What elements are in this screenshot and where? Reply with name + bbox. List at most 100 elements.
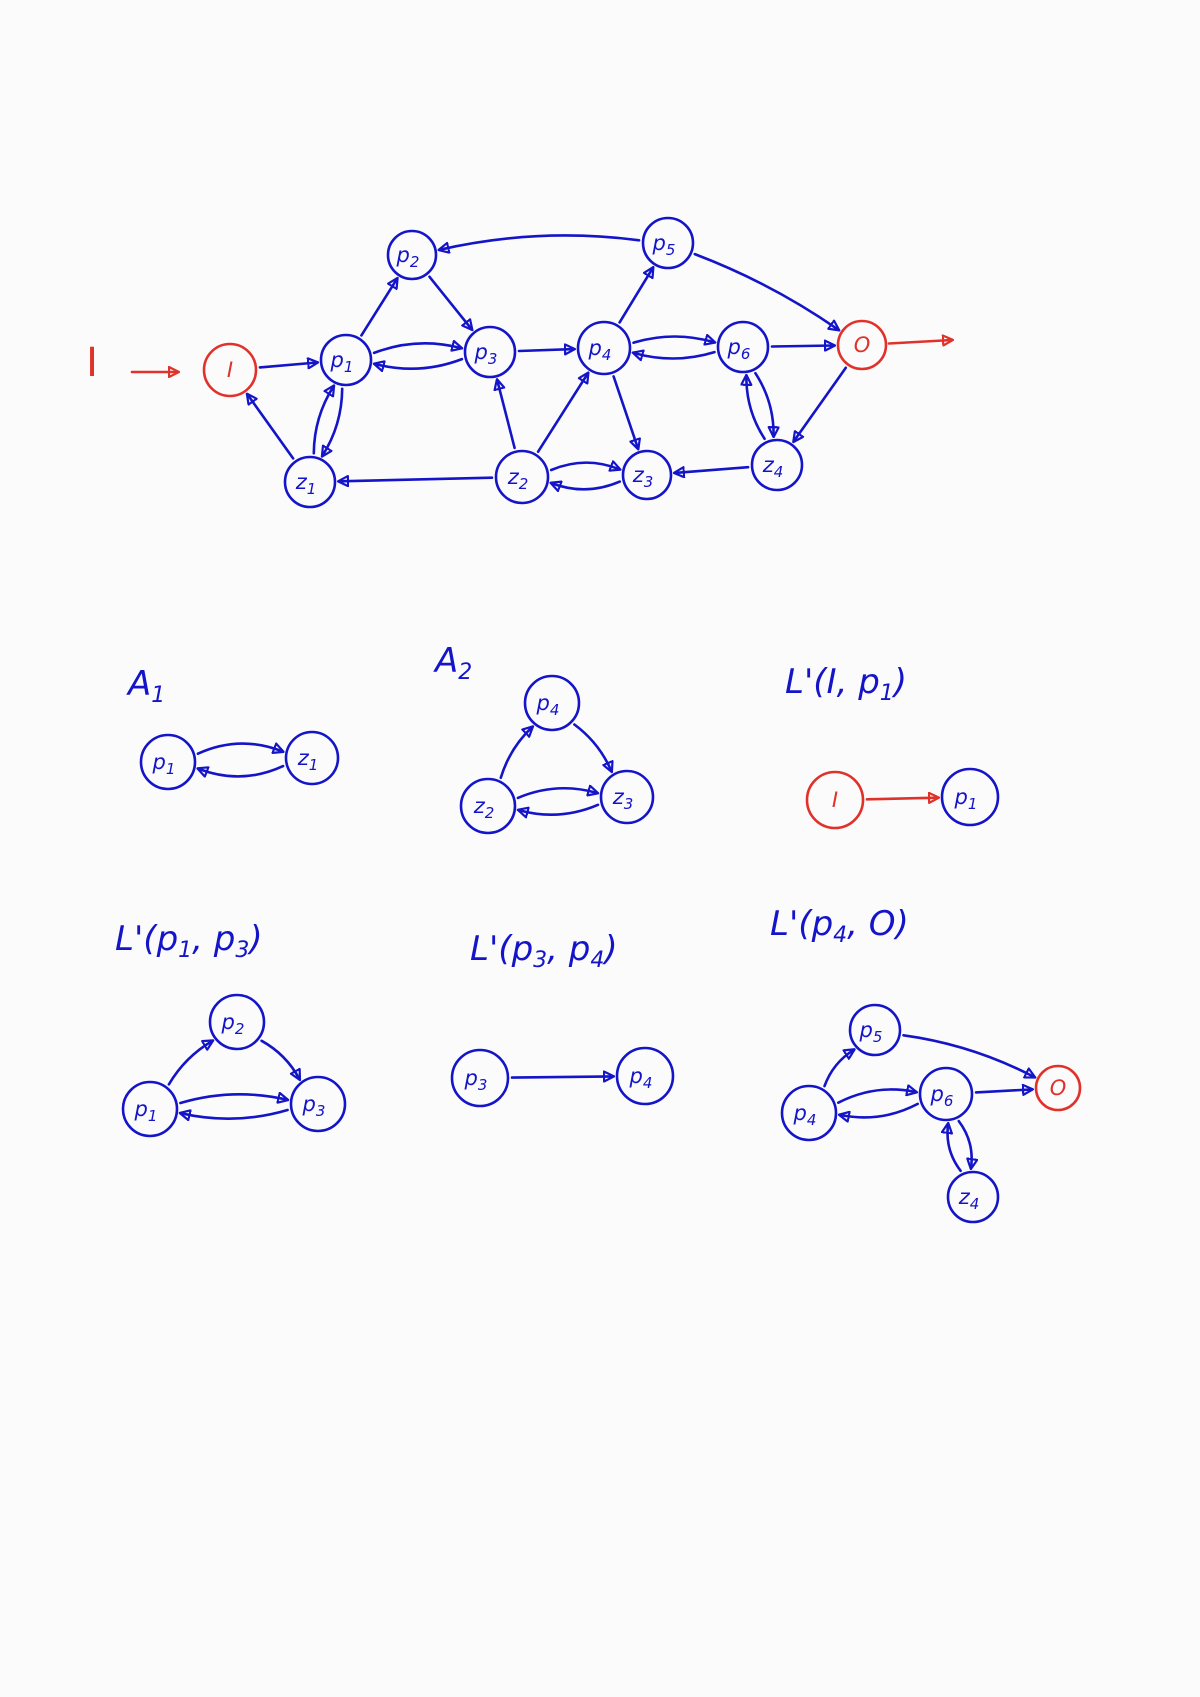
edge-z1-I: [247, 394, 295, 460]
node-label: z3: [612, 785, 634, 813]
edge-z2-p3: [497, 380, 516, 450]
node-label: O: [1050, 1076, 1067, 1100]
edge-p4-p5: [823, 1050, 854, 1088]
node-label: z2: [507, 465, 529, 493]
node-p6: p6: [918, 1066, 974, 1122]
node-p2: p2: [386, 229, 438, 281]
node-circle: [918, 1066, 974, 1122]
node-circle: [386, 229, 438, 281]
edge-z4-z3: [675, 465, 750, 473]
edge-p6-O: [974, 1089, 1032, 1092]
node-label: z4: [762, 453, 784, 481]
node-label: p1: [152, 750, 176, 778]
edge-p6-z4: [754, 371, 773, 436]
node-circle: [284, 730, 340, 786]
edge-p6-z4: [957, 1119, 972, 1168]
node-label: p3: [464, 1066, 488, 1094]
edges: [865, 798, 938, 800]
node-circle: [319, 333, 373, 387]
node-circle: [523, 674, 581, 732]
edges: [167, 1039, 300, 1119]
edge-O-out: [887, 340, 952, 344]
node-p3: p3: [289, 1075, 347, 1133]
node-label: p4: [536, 691, 560, 719]
panel-title: L'(p3​, p4​): [470, 929, 618, 973]
node-p1: p1: [139, 733, 197, 791]
node-label: p5: [652, 231, 676, 259]
node-circle: [641, 216, 695, 270]
node-label: p1: [330, 348, 354, 376]
node-circle: [494, 449, 550, 505]
node-z2: z2: [494, 449, 550, 505]
node-I: I: [202, 342, 258, 398]
edge-z2-p4: [499, 727, 533, 780]
node-circle: [450, 1048, 510, 1108]
panel-title: A2​: [433, 641, 472, 685]
node-label: p5: [859, 1018, 883, 1046]
node-circle: [615, 1046, 675, 1106]
edge-p4-p6: [632, 336, 715, 342]
node-circle: [289, 1075, 347, 1133]
node-circle: [940, 767, 1000, 827]
node-label: z2: [473, 794, 495, 822]
node-circle: [621, 449, 673, 501]
node-p2: p2: [208, 993, 266, 1051]
node-label: p3: [474, 340, 498, 368]
edge-I-p1: [258, 363, 317, 368]
nodes: p4 z2 z3: [459, 674, 655, 835]
node-p4: p4: [615, 1046, 675, 1106]
panel-A2: A2​ p4 z2 z3: [433, 641, 655, 835]
node-label: p1: [954, 785, 978, 813]
edge-p1-p2: [167, 1041, 213, 1086]
node-label: p6: [930, 1082, 954, 1110]
edge-z1-p1: [198, 764, 285, 776]
node-I: I: [805, 770, 865, 830]
node-circle: [139, 733, 197, 791]
edge-p5-p2: [440, 234, 641, 249]
node-p3: p3: [450, 1048, 510, 1108]
node-label: p3: [302, 1092, 326, 1120]
edge-z3-z2: [551, 480, 622, 490]
edge-p6-O: [770, 346, 834, 347]
node-p4: p4: [576, 320, 632, 376]
node-label: z1: [295, 470, 317, 498]
edge-p3-p1: [181, 1108, 289, 1119]
panel-title: L'(p4​, O): [770, 904, 909, 948]
edge-p2-p3: [260, 1039, 300, 1079]
node-label: p2: [221, 1010, 245, 1038]
node-O: O: [836, 319, 888, 371]
node-label: p1: [134, 1097, 158, 1125]
edge-p3-p4: [517, 349, 574, 351]
node-circle: [208, 993, 266, 1051]
node-label: I: [832, 788, 838, 812]
edge-p2-p3: [428, 275, 472, 330]
node-circle: [805, 770, 865, 830]
edge-p3-p1: [375, 357, 464, 369]
edge-z3-z2: [519, 803, 600, 815]
edge-p4-p6: [837, 1089, 916, 1104]
edge-p1-p3: [372, 343, 461, 355]
edge-I-p1: [865, 798, 938, 800]
panel-title: L'(I, p1​): [785, 662, 907, 706]
edge-p3-p4: [510, 1076, 613, 1077]
edge-z2-p4: [536, 373, 588, 453]
node-z2: z2: [459, 777, 517, 835]
node-circle: [780, 1084, 838, 1142]
edge-z4-p6: [948, 1124, 962, 1173]
panel-title: A1​: [126, 664, 165, 708]
node-p1: p1: [121, 1080, 179, 1138]
edge-p1-p3: [179, 1094, 287, 1105]
edge-z1-p1: [312, 386, 334, 455]
edges: [247, 234, 952, 490]
node-label: p2: [396, 243, 420, 271]
node-circle: [459, 777, 517, 835]
edges: [198, 742, 285, 777]
nodes: p3 p4: [450, 1046, 675, 1108]
edge-z4-p6: [746, 376, 766, 441]
edge-p4-z3: [612, 375, 638, 448]
